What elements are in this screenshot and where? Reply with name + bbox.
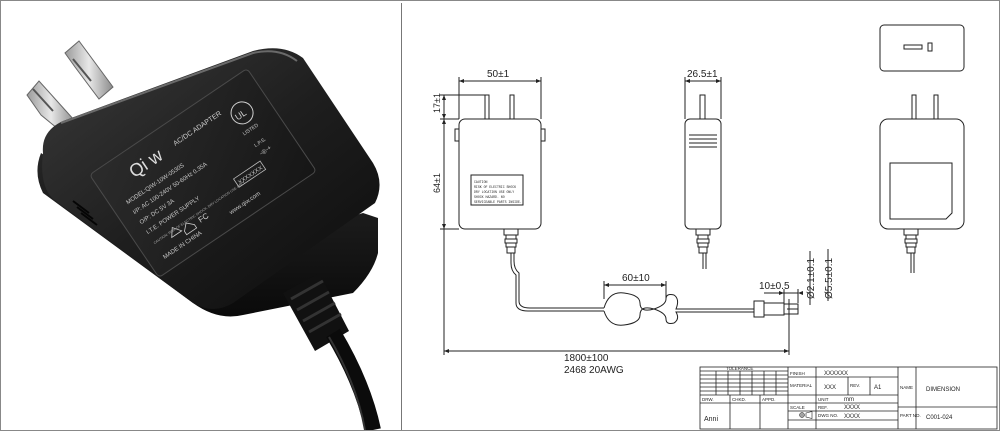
- title-block-lines: [699, 366, 998, 430]
- rev-value: A1: [874, 385, 882, 391]
- technical-drawing: CAUTION RISK OF ELECTRIC SHOCK DRY LOCAT…: [404, 3, 999, 430]
- caution-line-4: SHOCK HAZARD. NO: [474, 195, 505, 199]
- drawn-value: Anni: [704, 416, 718, 423]
- material-label: MATERIAL: [790, 383, 813, 388]
- dim-plug-length: 10±0.5: [759, 281, 790, 292]
- front-view: [440, 77, 790, 355]
- name-value: DIMENSION: [926, 387, 960, 393]
- caution-line-5: SERVICEABLE PARTS INSIDE.: [474, 200, 522, 204]
- strain-relief: [283, 273, 349, 351]
- dimension-drawing: CAUTION RISK OF ELECTRIC SHOCK DRY LOCAT…: [432, 24, 998, 430]
- side-vents: [72, 200, 98, 226]
- dim-inner-diameter: Ø2.1±0.1: [806, 257, 817, 299]
- warning-triangle-icon: [171, 226, 183, 239]
- part-label: PART NO.: [900, 413, 921, 418]
- finish-label: FINISH: [790, 371, 805, 376]
- coiled-cable: [603, 281, 754, 326]
- rev-label: REV.: [850, 383, 860, 388]
- tolerance-header: TOLERANCE: [726, 366, 753, 371]
- finish-value: XXXXXX: [824, 371, 848, 377]
- ref-label: REF.: [818, 405, 828, 410]
- dim-outer-diameter: Ø5.5±0.1: [824, 257, 835, 299]
- caution-line-3: DRY LOCATION USE ONLY: [474, 190, 514, 194]
- projection-symbol-icon: [799, 411, 813, 419]
- dwg-label: DWG NO.: [818, 413, 838, 418]
- product-label: Qi w AC/DC ADAPTER MODEL:QIW-10W-0530S I…: [90, 69, 316, 277]
- ul-mark-icon: [230, 101, 254, 125]
- drawn-label: DRW.: [702, 397, 714, 402]
- dimension-arrows: [442, 79, 803, 353]
- dim-width-side: 26.5±1: [687, 69, 718, 80]
- dim-prong-height: 17±1: [432, 93, 442, 113]
- name-label: NAME: [900, 385, 913, 390]
- dim-cable-length: 1800±100: [564, 353, 609, 364]
- caution-label: CAUTION RISK OF ELECTRIC SHOCK DRY LOCAT…: [474, 180, 522, 204]
- adapter-illustration: Qi w AC/DC ADAPTER MODEL:QIW-10W-0530S I…: [26, 40, 381, 430]
- back-view: [879, 94, 965, 273]
- power-cable: [326, 328, 381, 430]
- product-photo: Qi w AC/DC ADAPTER MODEL:QIW-10W-0530S I…: [3, 3, 402, 430]
- adapter-body-side: [37, 153, 378, 317]
- side-view: [684, 77, 722, 269]
- unit-label: UNIT: [818, 397, 829, 402]
- plug-prongs: [26, 40, 114, 134]
- dim-coil-length: 60±10: [622, 273, 650, 284]
- approve-label: APPD.: [762, 397, 776, 402]
- check-label: CHKD.: [732, 397, 746, 402]
- dim-body-height: 64±1: [432, 173, 442, 193]
- dim-width-front: 50±1: [487, 69, 510, 80]
- indoor-use-icon: [184, 222, 198, 236]
- top-view: [879, 24, 965, 72]
- dim-cable-spec: 2468 20AWG: [564, 365, 624, 376]
- dwg-value: XXXX: [844, 414, 860, 420]
- ref-value: XXXX: [844, 405, 860, 411]
- scale-label: SCALE: [790, 405, 805, 410]
- part-value: C001-024: [926, 415, 953, 421]
- caution-line-2: RISK OF ELECTRIC SHOCK: [474, 185, 516, 189]
- unit-value: mm: [844, 397, 854, 403]
- caution-line-1: CAUTION: [474, 180, 487, 184]
- material-value: XXX: [824, 385, 836, 391]
